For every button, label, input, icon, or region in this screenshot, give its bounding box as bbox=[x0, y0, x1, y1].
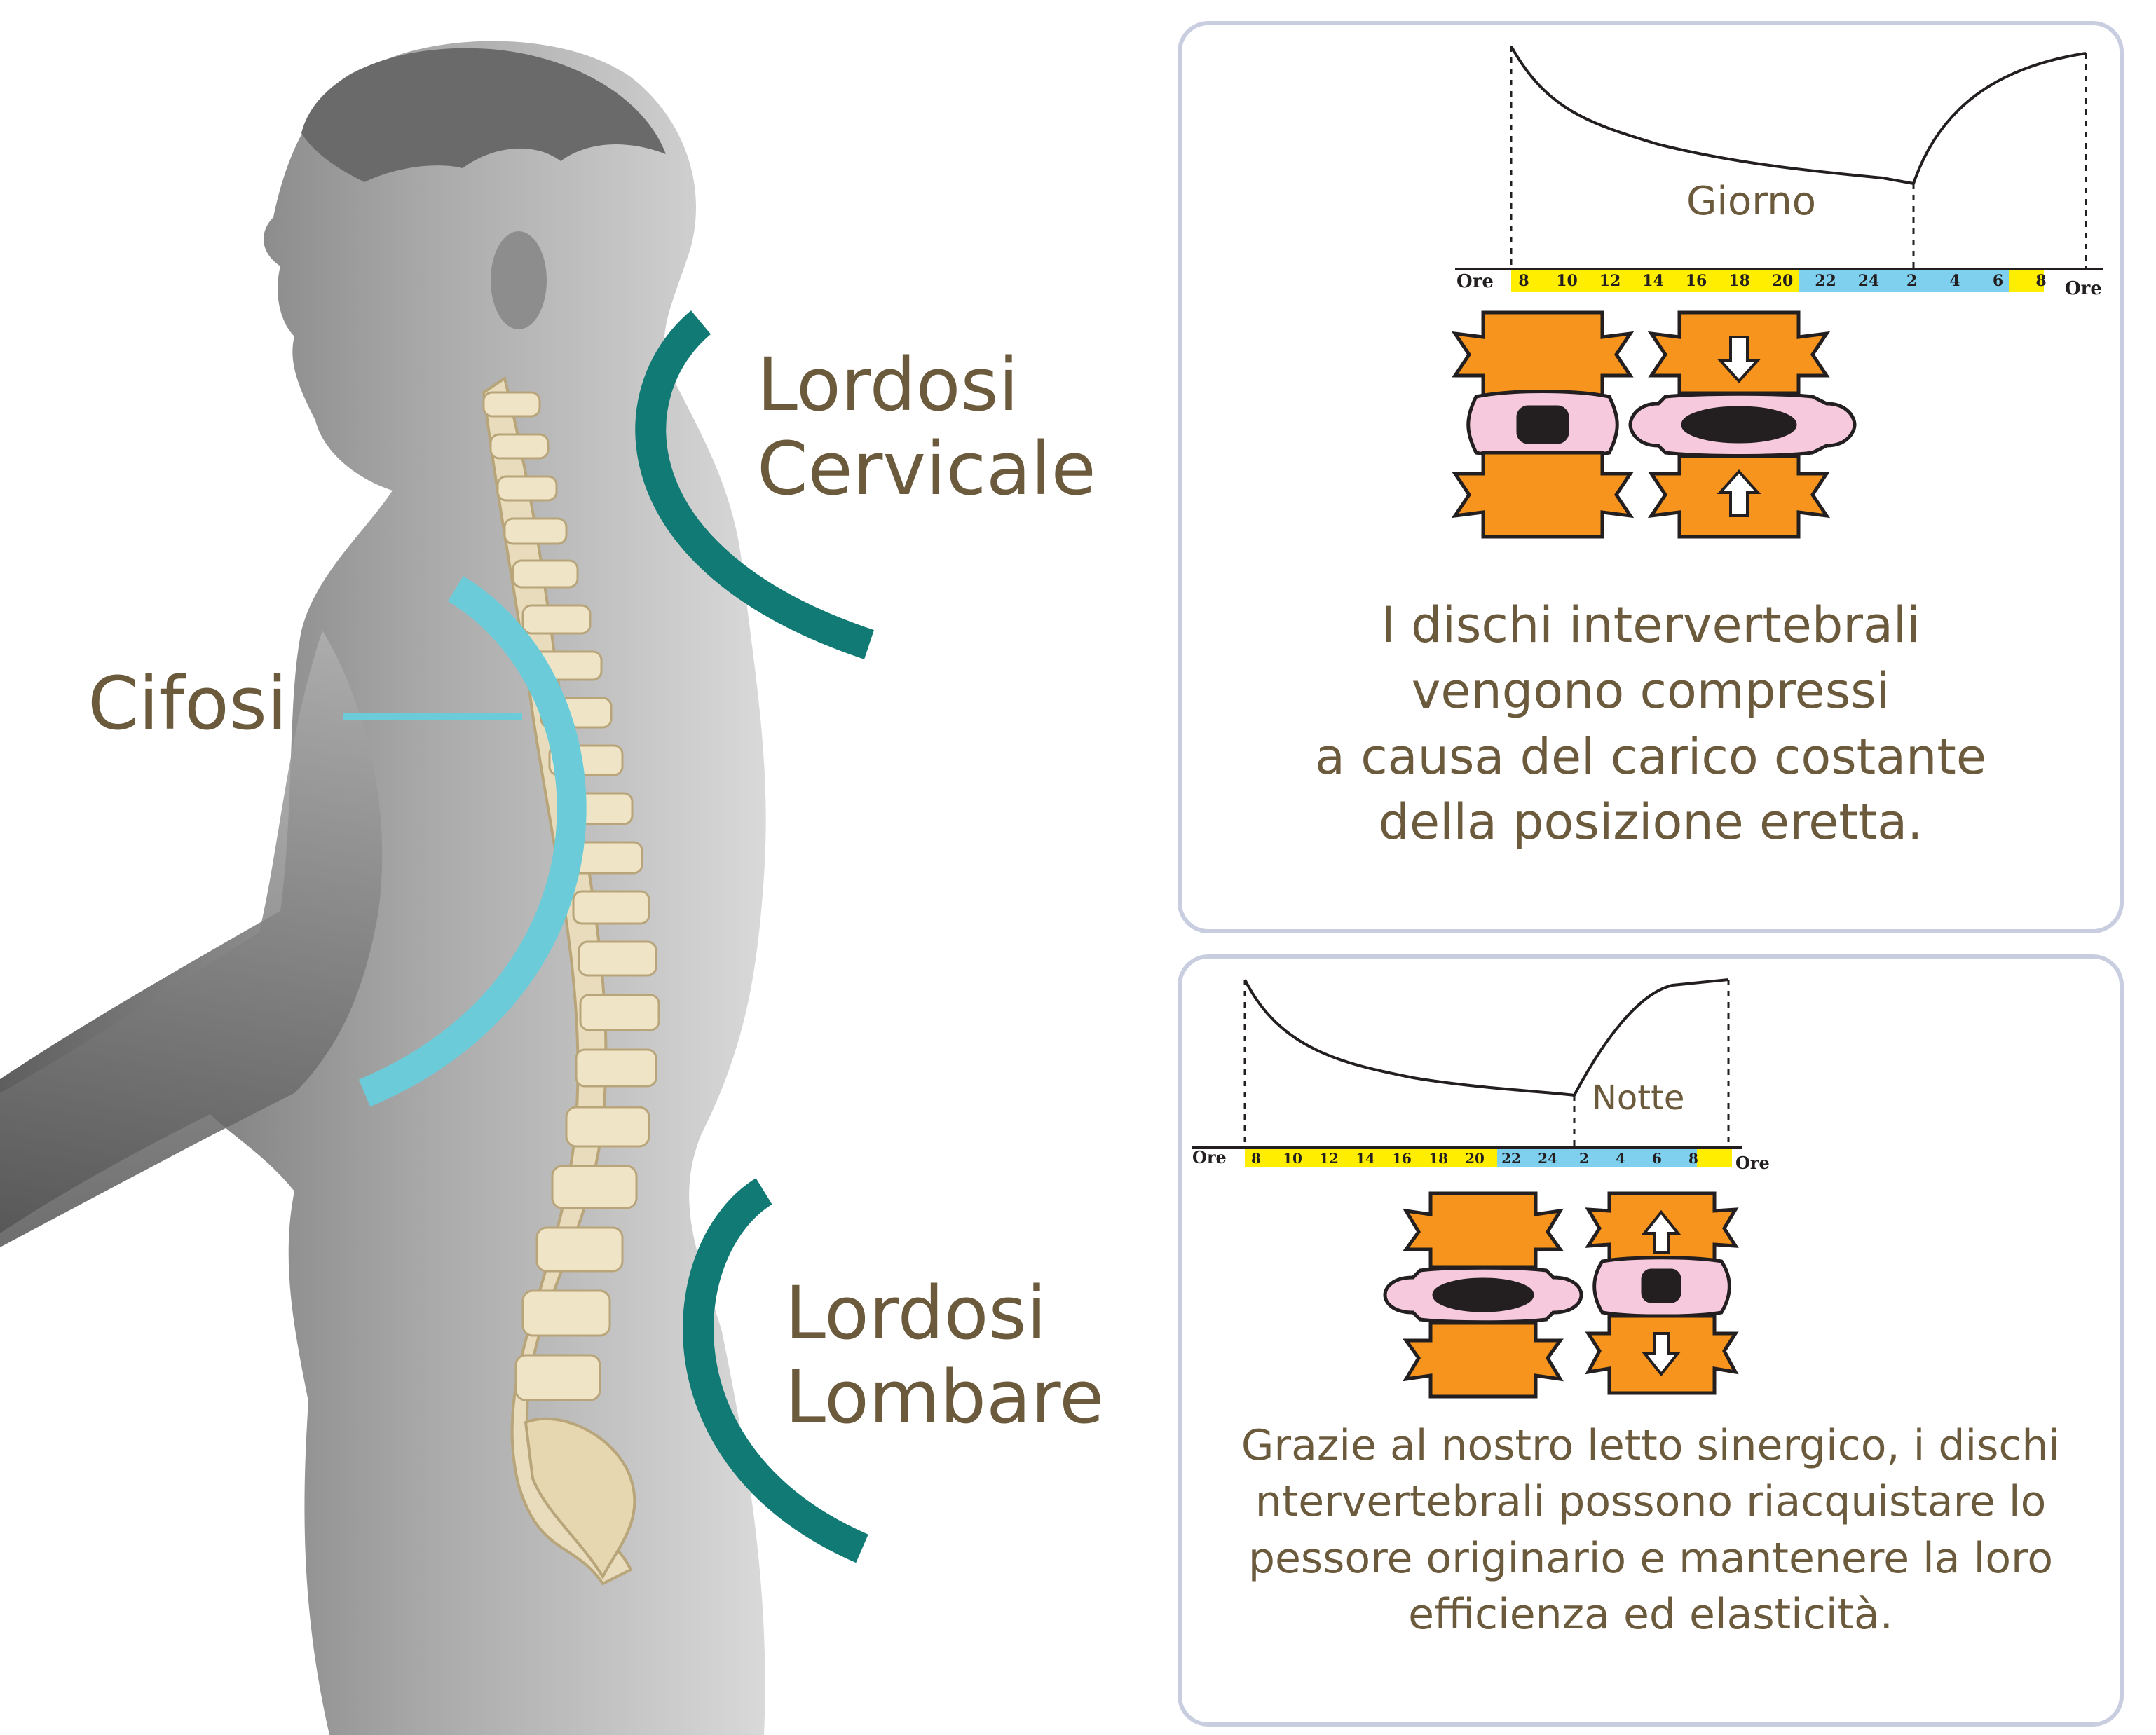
arrow-up-icon bbox=[1641, 1209, 1681, 1254]
day-chart-label: Giorno bbox=[1686, 179, 1816, 224]
hour-tick-label: 12 bbox=[1599, 272, 1621, 290]
arm bbox=[0, 631, 383, 1247]
hour-tick-label: 4 bbox=[1616, 1150, 1625, 1167]
night-hours-yellow-end bbox=[1697, 1149, 1732, 1167]
text-line: I dischi intervertebrali bbox=[1381, 596, 1920, 654]
day-axis-start: Ore bbox=[1456, 271, 1494, 292]
human-figure-illustration bbox=[0, 41, 874, 1735]
hour-tick-label: 24 bbox=[1858, 272, 1880, 290]
night-height-curve bbox=[1243, 978, 1729, 1097]
hour-tick-label: 8 bbox=[2035, 272, 2046, 290]
ear bbox=[491, 231, 547, 329]
hour-tick-label: 12 bbox=[1319, 1150, 1339, 1167]
hour-tick-label: 8 bbox=[1251, 1150, 1261, 1167]
text-line: efficienza ed elasticità. bbox=[1408, 1590, 1893, 1640]
hour-tick-label: 8 bbox=[1688, 1150, 1698, 1167]
text-line: della posizione eretta. bbox=[1378, 793, 1923, 851]
hour-tick-label: 22 bbox=[1501, 1150, 1521, 1167]
hour-tick-label: 14 bbox=[1356, 1150, 1375, 1167]
hour-tick-label: 16 bbox=[1686, 272, 1707, 290]
hour-tick-label: 6 bbox=[1652, 1150, 1662, 1167]
arrow-up-icon bbox=[1717, 469, 1761, 517]
day-hours-yellow-end bbox=[2009, 270, 2044, 292]
text-line: a causa del carico costante bbox=[1315, 727, 1986, 786]
kyphosis-arc bbox=[358, 576, 587, 1107]
hour-tick-label: 24 bbox=[1538, 1150, 1557, 1167]
text-line: Grazie al nostro letto sinergico, i disc… bbox=[1241, 1421, 2061, 1470]
spine-vertebrae bbox=[482, 391, 660, 1401]
text-line: vengono compressi bbox=[1411, 661, 1890, 720]
arrow-down-icon bbox=[1641, 1332, 1681, 1377]
night-chart-label: Notte bbox=[1592, 1078, 1684, 1118]
hour-tick-label: 18 bbox=[1728, 272, 1750, 290]
sacrum bbox=[524, 1417, 636, 1580]
night-description: Grazie al nostro letto sinergico, i disc… bbox=[1182, 1418, 2120, 1643]
night-axis-end: Ore bbox=[1735, 1153, 1770, 1173]
cervical-lordosis-arc bbox=[635, 310, 874, 659]
day-hours-blue bbox=[1799, 270, 2009, 292]
hour-tick-label: 16 bbox=[1392, 1150, 1412, 1167]
day-hours-yellow bbox=[1511, 270, 1799, 292]
hour-tick-label: 10 bbox=[1283, 1150, 1302, 1167]
day-height-curve bbox=[1510, 46, 2087, 186]
text-line: ntervertebrali possono riacquistare lo bbox=[1255, 1477, 2047, 1527]
night-axis-start: Ore bbox=[1192, 1147, 1227, 1167]
night-vertebra-left bbox=[1383, 1191, 1583, 1399]
day-axis-end: Ore bbox=[2065, 278, 2102, 299]
label-lordosi-lombare: Lordosi Lombare bbox=[785, 1270, 1105, 1440]
hour-tick-label: 18 bbox=[1428, 1150, 1448, 1167]
day-vertebra-left bbox=[1451, 310, 1635, 539]
hour-tick-label: 2 bbox=[1579, 1150, 1589, 1167]
hour-tick-label: 8 bbox=[1518, 272, 1529, 290]
label-lordosi-cervicale: Lordosi Cervicale bbox=[757, 342, 1096, 512]
arrow-down-icon bbox=[1717, 336, 1761, 383]
hour-tick-label: 20 bbox=[1465, 1150, 1485, 1167]
hour-tick-label: 14 bbox=[1642, 272, 1664, 290]
text-line: pessore originario e mantenere la loro bbox=[1248, 1533, 2054, 1583]
lumbar-lordosis-arc bbox=[683, 1178, 868, 1563]
hour-tick-label: 2 bbox=[1906, 272, 1917, 290]
hair bbox=[301, 48, 666, 183]
hour-tick-label: 20 bbox=[1772, 272, 1794, 290]
night-hours-yellow bbox=[1245, 1149, 1497, 1167]
label-cifosi: Cifosi bbox=[88, 661, 287, 746]
day-description: I dischi intervertebrali vengono compres… bbox=[1182, 593, 2120, 856]
hour-tick-label: 6 bbox=[1993, 272, 2003, 290]
hour-tick-label: 4 bbox=[1949, 272, 1960, 290]
body-silhouette bbox=[0, 41, 766, 1735]
hour-tick-label: 10 bbox=[1556, 272, 1578, 290]
night-hours-blue bbox=[1497, 1149, 1697, 1167]
hour-tick-label: 22 bbox=[1815, 272, 1836, 290]
